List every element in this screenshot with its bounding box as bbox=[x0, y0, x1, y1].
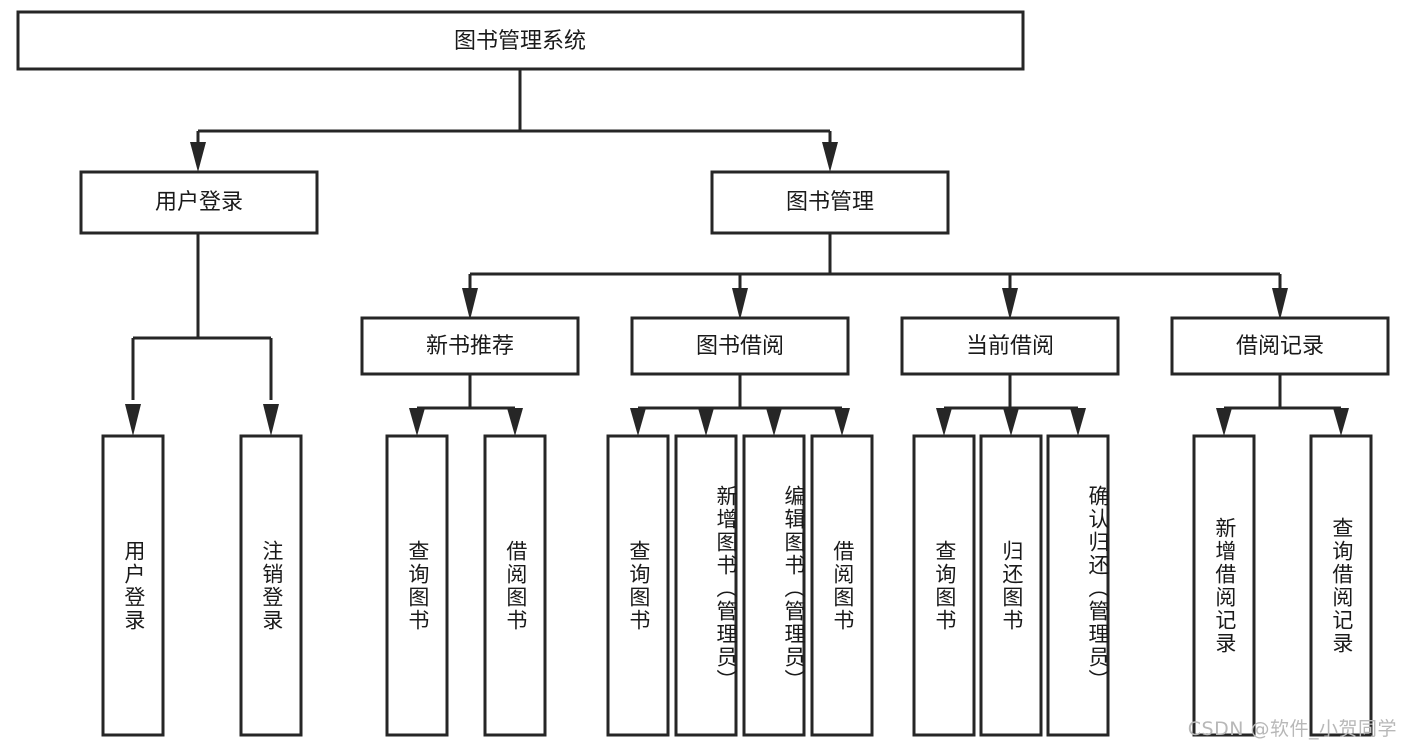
arrowhead-bookmgmt-to-records bbox=[1272, 288, 1288, 320]
node-book-management-label: 图书管理 bbox=[786, 190, 874, 215]
node-book-borrow-label: 图书借阅 bbox=[696, 334, 784, 359]
node-borrow-records-box[interactable] bbox=[1170, 316, 1390, 376]
node-book-management-box[interactable] bbox=[710, 170, 950, 235]
arrowhead-newbook-leaf-2 bbox=[507, 408, 523, 436]
node-borrow-records-label: 借阅记录 bbox=[1236, 334, 1324, 359]
node-user-login-label: 用户登录 bbox=[155, 190, 243, 215]
node-leaf-user-login-box[interactable] bbox=[101, 434, 165, 737]
node-leaf-query-book-c-box[interactable] bbox=[912, 434, 976, 737]
node-leaf-borrow-book-b-box[interactable] bbox=[810, 434, 874, 737]
arrowhead-records-leaf-1 bbox=[1216, 408, 1232, 436]
arrowhead-current-leaf-3 bbox=[1070, 408, 1086, 436]
node-layer: 图书管理系统 用户登录 图书管理 新书推荐 图书借阅 当前借阅 借阅记录 bbox=[16, 10, 1390, 737]
node-current-borrow-box[interactable] bbox=[900, 316, 1120, 376]
arrowhead-root-to-login bbox=[190, 142, 206, 172]
node-new-book-recommend-label: 新书推荐 bbox=[426, 334, 514, 359]
node-leaf-logout-box[interactable] bbox=[239, 434, 303, 737]
node-user-login-box[interactable] bbox=[79, 170, 319, 235]
node-leaf-add-record-box[interactable] bbox=[1192, 434, 1256, 737]
arrowhead-bookmgmt-to-current bbox=[1002, 288, 1018, 320]
arrowhead-records-leaf-2 bbox=[1333, 408, 1349, 436]
arrowhead-newbook-leaf-1 bbox=[409, 408, 425, 436]
node-leaf-query-record-box[interactable] bbox=[1309, 434, 1373, 737]
node-leaf-query-book-a-box[interactable] bbox=[385, 434, 449, 737]
node-leaf-edit-book-box[interactable] bbox=[742, 434, 806, 737]
node-book-borrow-box[interactable] bbox=[630, 316, 850, 376]
arrowhead-login-leaf-2 bbox=[263, 404, 279, 436]
node-leaf-confirm-return-box[interactable] bbox=[1046, 434, 1110, 737]
arrowhead-login-leaf-1 bbox=[125, 404, 141, 436]
watermark-text: CSDN @软件_小贺同学 bbox=[1187, 718, 1397, 740]
node-leaf-return-book-box[interactable] bbox=[979, 434, 1043, 737]
connector-layer bbox=[125, 69, 1349, 436]
arrowhead-borrow-leaf-1 bbox=[630, 408, 646, 436]
node-leaf-query-book-b-box[interactable] bbox=[606, 434, 670, 737]
arrowhead-bookmgmt-to-newbook bbox=[462, 288, 478, 320]
node-root-box[interactable] bbox=[16, 10, 1025, 71]
node-new-book-recommend-box[interactable] bbox=[360, 316, 580, 376]
arrowhead-borrow-leaf-4 bbox=[834, 408, 850, 436]
arrowhead-current-leaf-2 bbox=[1003, 408, 1019, 436]
node-current-borrow-label: 当前借阅 bbox=[966, 334, 1054, 359]
node-leaf-add-book-box[interactable] bbox=[674, 434, 738, 737]
arrowhead-root-to-bookmgmt bbox=[822, 142, 838, 172]
arrowhead-borrow-leaf-2 bbox=[698, 408, 714, 436]
arrowhead-borrow-leaf-3 bbox=[766, 408, 782, 436]
node-leaf-borrow-book-a-box[interactable] bbox=[483, 434, 547, 737]
arrowhead-bookmgmt-to-borrow bbox=[732, 288, 748, 320]
arrowhead-current-leaf-1 bbox=[936, 408, 952, 436]
node-root-label: 图书管理系统 bbox=[454, 29, 586, 54]
